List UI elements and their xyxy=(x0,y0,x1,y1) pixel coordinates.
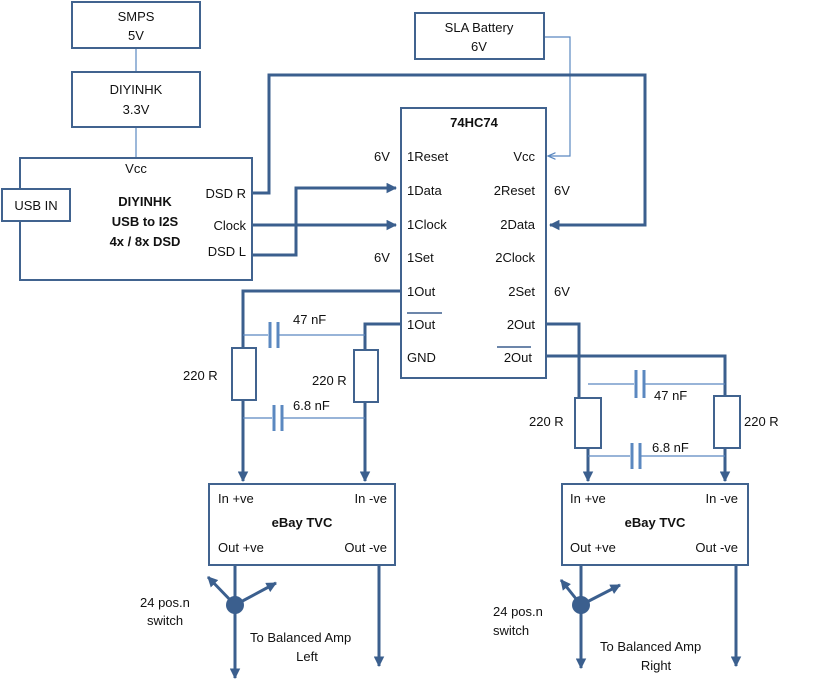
label-right-cap-bottom: 6.8 nF xyxy=(652,440,689,455)
switch-left-label-1: 24 pos.n xyxy=(140,595,190,610)
switch-right-label-2: switch xyxy=(493,623,529,638)
resistor-left-pos xyxy=(231,347,257,401)
tvc-left-out-neg: Out -ve xyxy=(344,540,387,555)
supply-2reset: 6V xyxy=(554,183,570,198)
label-left-res-neg: 220 R xyxy=(312,373,347,388)
usb-in-label: USB IN xyxy=(14,198,57,213)
pin-clock: Clock xyxy=(213,218,246,233)
wire-1out-bar xyxy=(363,322,401,350)
pin-1set: 1Set xyxy=(407,250,434,265)
pin-2out-bar: 2Out xyxy=(504,350,533,365)
amp-left-label-1: To Balanced Amp xyxy=(250,630,351,645)
pin-2out: 2Out xyxy=(507,317,536,332)
pin-1reset: 1Reset xyxy=(407,149,449,164)
usb-i2s-title: DIYINHK xyxy=(118,194,172,209)
wire-battery-to-vcc xyxy=(544,36,571,156)
supply-1reset: 6V xyxy=(374,149,390,164)
tvc-left-in-pos: In +ve xyxy=(218,491,254,506)
label-left-cap-top: 47 nF xyxy=(293,312,326,327)
pin-1clock: 1Clock xyxy=(407,217,447,232)
tvc-right-out-pos: Out +ve xyxy=(570,540,616,555)
pin-gnd: GND xyxy=(407,350,436,365)
pin-2reset: 2Reset xyxy=(494,183,536,198)
amp-right-label-2: Right xyxy=(641,658,672,673)
tvc-right-block: In +ve In -ve eBay TVC Out +ve Out -ve xyxy=(561,483,749,566)
supply-1set: 6V xyxy=(374,250,390,265)
pin-1out-bar: 1Out xyxy=(407,317,436,332)
wire-1out xyxy=(241,289,401,347)
pin-2set: 2Set xyxy=(508,284,535,299)
pin-dsd-l: DSD L xyxy=(208,244,246,259)
rotary-switch-right-icon xyxy=(559,579,621,614)
amp-left-label-2: Left xyxy=(296,649,318,664)
usb-i2s-subtitle: USB to I2S xyxy=(112,214,179,229)
resistor-left-neg xyxy=(353,349,379,403)
smps-block: SMPS 5V xyxy=(71,1,201,49)
wire-dsd-r-to-2data xyxy=(252,73,647,231)
smps-title: SMPS xyxy=(118,9,155,24)
label-right-res-neg: 220 R xyxy=(744,414,779,429)
resistor-right-neg xyxy=(713,395,741,449)
label-right-cap-top: 47 nF xyxy=(654,388,687,403)
battery-voltage: 6V xyxy=(471,39,487,54)
tvc-right-title: eBay TVC xyxy=(625,515,686,530)
regulator-voltage: 3.3V xyxy=(123,102,150,117)
battery-block: SLA Battery 6V xyxy=(414,12,545,60)
wire-dsd-l-to-1data xyxy=(252,182,398,257)
tvc-left-title: eBay TVC xyxy=(272,515,333,530)
usb-i2s-vcc-label: Vcc xyxy=(125,161,147,176)
tvc-right-in-neg: In -ve xyxy=(705,491,738,506)
label-left-cap-bottom: 6.8 nF xyxy=(293,398,330,413)
pin-1out: 1Out xyxy=(407,284,436,299)
switch-right-label-1: 24 pos.n xyxy=(493,604,543,619)
ic-title: 74HC74 xyxy=(450,115,498,130)
tvc-right-out-neg: Out -ve xyxy=(695,540,738,555)
pin-1data: 1Data xyxy=(407,183,442,198)
pin-2data: 2Data xyxy=(500,217,535,232)
pin-2clock: 2Clock xyxy=(495,250,535,265)
tvc-left-in-neg: In -ve xyxy=(354,491,387,506)
wires xyxy=(135,36,742,680)
amp-right-label-1: To Balanced Amp xyxy=(600,639,701,654)
tvc-left-block: In +ve In -ve eBay TVC Out +ve Out -ve xyxy=(208,483,396,566)
pin-dsd-r: DSD R xyxy=(206,186,246,201)
pin-vcc: Vcc xyxy=(513,149,535,164)
tvc-left-out-pos: Out +ve xyxy=(218,540,264,555)
regulator-block: DIYINHK 3.3V xyxy=(71,71,201,128)
wire-2out xyxy=(546,322,581,398)
flipflop-74hc74: 74HC74 1Reset 1Data 1Clock 1Set 1Out 1Ou… xyxy=(400,107,547,379)
regulator-title: DIYINHK xyxy=(110,82,163,97)
switch-left-label-2: switch xyxy=(147,613,183,628)
tvc-right-in-pos: In +ve xyxy=(570,491,606,506)
usb-i2s-mode: 4x / 8x DSD xyxy=(110,234,181,249)
label-left-res-pos: 220 R xyxy=(183,368,218,383)
label-right-res-pos: 220 R xyxy=(529,414,564,429)
smps-voltage: 5V xyxy=(128,28,144,43)
resistor-right-pos xyxy=(574,397,602,449)
rotary-switch-left-icon xyxy=(206,575,277,614)
supply-2set: 6V xyxy=(554,284,570,299)
battery-title: SLA Battery xyxy=(445,20,514,35)
usb-in-block: USB IN xyxy=(1,188,71,222)
